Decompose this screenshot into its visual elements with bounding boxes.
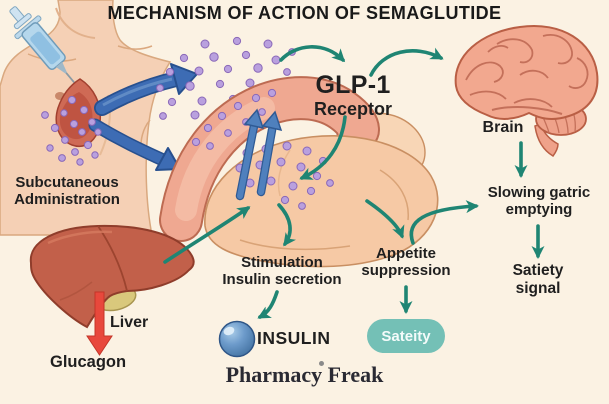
secretion-up-arrows bbox=[235, 108, 283, 201]
label-line: Appetite bbox=[376, 245, 436, 262]
label-brain: Brain bbox=[482, 119, 524, 136]
label-line: Insulin secretion bbox=[222, 270, 342, 288]
liver-illustration bbox=[29, 224, 195, 329]
label-glp1-receptor: GLP-1 Receptor bbox=[303, 71, 403, 119]
arrow-pancreas-to-appetite bbox=[365, 199, 405, 239]
syringe-icon bbox=[9, 6, 79, 88]
satiety-badge: Sateity bbox=[367, 319, 445, 353]
arrow-appetite-to-slowing bbox=[409, 200, 479, 245]
brand-wordmark: Pharmacy Freak bbox=[225, 362, 384, 387]
label-line: Stimulation bbox=[241, 254, 323, 271]
label-appetite-suppression: Appetite suppression bbox=[346, 245, 466, 280]
arrow-stimulation-to-insulin bbox=[257, 290, 279, 319]
administration-arrow-lower bbox=[88, 118, 181, 171]
stomach-pancreas-illustration bbox=[159, 76, 439, 268]
insulin-sphere-icon bbox=[218, 320, 256, 358]
injection-site-tissue bbox=[55, 78, 102, 147]
brand-dot-icon bbox=[319, 361, 324, 366]
label-slowing-gastric-emptying: Slowing gatric emptying bbox=[478, 184, 600, 219]
arrow-pancreas-to-stimulation bbox=[277, 203, 297, 247]
label-line: Slowing gatric bbox=[487, 184, 591, 201]
flow-arrows bbox=[163, 45, 545, 319]
arrow-liver-to-pancreas bbox=[163, 206, 251, 264]
label-line: Receptor bbox=[313, 98, 393, 119]
label-line: emptying bbox=[505, 200, 573, 218]
label-satiety-signal: Satiety signal bbox=[488, 262, 588, 297]
label-line: GLP-1 bbox=[315, 71, 391, 99]
label-liver: Liver bbox=[110, 314, 149, 331]
brain-illustration bbox=[454, 25, 599, 157]
label-line: Satiety bbox=[512, 262, 564, 279]
glucagon-down-arrow bbox=[86, 291, 113, 356]
label-subcutaneous-administration: Subcutaneous Administration bbox=[0, 174, 134, 209]
label-line: suppression bbox=[361, 261, 451, 279]
label-insulin: INSULIN bbox=[257, 328, 331, 348]
arrow-receptor-to-brain bbox=[369, 47, 444, 77]
arrow-molecules-to-receptor bbox=[279, 45, 346, 63]
label-line: Subcutaneous bbox=[15, 174, 119, 191]
arrow-receptor-to-pancreas bbox=[299, 115, 347, 180]
label-stimulation-insulin-secretion: Stimulation Insulin secretion bbox=[202, 254, 362, 289]
molecule-dots-injection bbox=[41, 95, 102, 166]
label-line: Administration bbox=[14, 190, 120, 208]
page-title: MECHANISM OF ACTION OF SEMAGLUTIDE bbox=[107, 3, 502, 23]
satiety-badge-label: Sateity bbox=[381, 327, 431, 345]
label-line: signal bbox=[515, 279, 561, 297]
label-glucagon: Glucagon bbox=[50, 353, 127, 371]
